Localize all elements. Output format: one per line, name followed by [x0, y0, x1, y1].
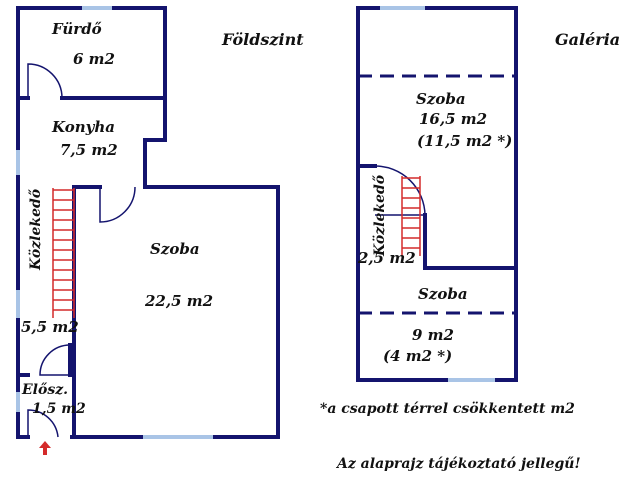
ground-floor-doors: [27, 63, 136, 438]
door-gallery-room: [374, 165, 426, 216]
ground-floor-title: Földszint: [221, 30, 304, 49]
ground-floor-walls: [16, 6, 280, 439]
arrow-shaft: [43, 447, 47, 455]
room-name: Szoba: [150, 240, 200, 258]
door-bath: [27, 63, 63, 99]
bath-name: Fürdő: [51, 20, 102, 38]
gallery-room-upper-area: 16,5 m2: [419, 110, 487, 128]
kitchen-name: Konyha: [51, 118, 115, 136]
gallery-stairs: [401, 176, 421, 256]
gallery-windows: [380, 6, 495, 382]
ground-floor-windows: [16, 6, 213, 439]
gallery-room-lower-reduced: (4 m2 *): [383, 347, 452, 365]
entrance-arrow-icon: [39, 441, 51, 455]
room-area: 22,5 m2: [144, 292, 213, 310]
gallery-room-upper-reduced: (11,5 m2 *): [417, 132, 512, 150]
disclaimer-text: Az alaprajz tájékoztató jellegű!: [335, 456, 581, 472]
kitchen-area: 7,5 m2: [60, 141, 118, 159]
footnote-text: *a csapott térrel csökkentett m2: [320, 401, 575, 417]
hall-name: Elősz.: [21, 382, 68, 398]
gallery-dashed-lines: [358, 74, 516, 315]
hall-area: 1,5 m2: [32, 401, 86, 417]
arrow-head: [39, 441, 51, 448]
door-hall: [39, 344, 71, 376]
corridor-area: 5,5 m2: [21, 318, 79, 336]
gallery-room-lower-area: 9 m2: [412, 326, 454, 344]
gallery-room-lower-name: Szoba: [418, 285, 468, 303]
bath-area: 6 m2: [73, 50, 115, 68]
gallery-room-upper-name: Szoba: [416, 90, 466, 108]
door-room: [99, 186, 136, 223]
door-entrance: [27, 409, 59, 438]
gallery-corridor-area: 2,5 m2: [357, 249, 416, 267]
gallery-title: Galéria: [555, 30, 620, 49]
ground-floor-stairs: [52, 188, 75, 318]
gallery-corridor-name: Közlekedő: [372, 174, 388, 257]
corridor-name: Közlekedő: [28, 188, 44, 271]
gallery-door: [374, 165, 426, 216]
